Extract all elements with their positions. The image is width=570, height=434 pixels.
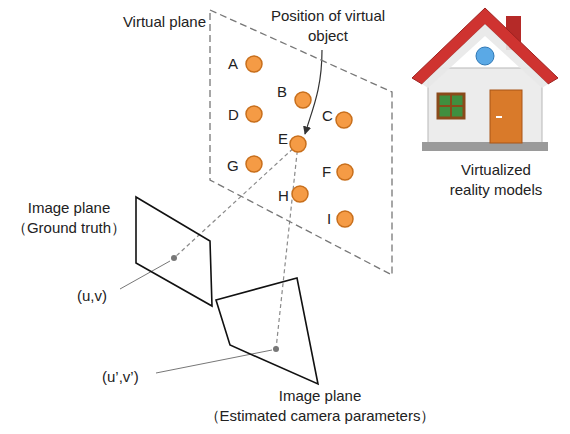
virtual-point	[290, 136, 306, 152]
plane-border	[210, 10, 392, 275]
point-letter: H	[278, 186, 289, 206]
point-letter: A	[228, 54, 238, 74]
virtual-point	[336, 112, 352, 128]
plane-outline	[214, 276, 320, 388]
projection-ray	[174, 144, 298, 258]
projected-point	[171, 255, 177, 261]
roof	[412, 8, 558, 84]
image-plane: Image plane （Estimated camera parameters…	[214, 276, 320, 388]
point-letter: G	[227, 156, 239, 176]
point-letter: F	[322, 162, 331, 182]
point-letter: D	[228, 105, 239, 125]
virtual-point	[246, 106, 262, 122]
plane-outline	[135, 196, 215, 308]
roof-trim	[422, 24, 548, 88]
point-letter: I	[327, 209, 331, 229]
projection-ray	[276, 144, 298, 349]
plane-border	[216, 278, 318, 384]
pointer-arrow	[305, 50, 322, 134]
model-caption: Virtualized reality models	[440, 160, 552, 201]
point-letter: C	[322, 106, 333, 126]
plane-heading: Image plane （Ground truth）	[8, 198, 130, 239]
house-wall	[428, 68, 542, 146]
projected-point	[273, 346, 279, 352]
plane-heading: Image plane （Estimated camera parameters…	[170, 386, 470, 427]
virtual-point	[292, 186, 308, 202]
plane-outline	[210, 8, 394, 278]
plane-heading: Virtual plane	[94, 12, 206, 32]
coordinate-label: (u’,v’)	[102, 367, 139, 387]
virtual-point	[337, 211, 353, 227]
plane-border	[136, 197, 212, 306]
point-letter: E	[278, 129, 288, 149]
leader-line	[156, 350, 272, 373]
virtual-point	[337, 164, 353, 180]
house-icon	[412, 8, 558, 151]
image-plane: Image plane （Ground truth）	[135, 196, 215, 308]
pointer-label: Position of virtual object	[253, 6, 403, 47]
door	[490, 90, 522, 143]
point-letter: B	[277, 82, 287, 102]
virtual-plane: Virtual plane	[210, 8, 394, 278]
leader-line	[120, 261, 170, 289]
coordinate-label: (u,v)	[77, 286, 107, 306]
window	[438, 94, 464, 118]
virtual-point	[246, 56, 262, 72]
virtual-point	[246, 156, 262, 172]
virtual-point	[295, 92, 311, 108]
house-base	[422, 142, 548, 151]
round-window	[476, 47, 494, 65]
virtual-points	[246, 56, 353, 227]
